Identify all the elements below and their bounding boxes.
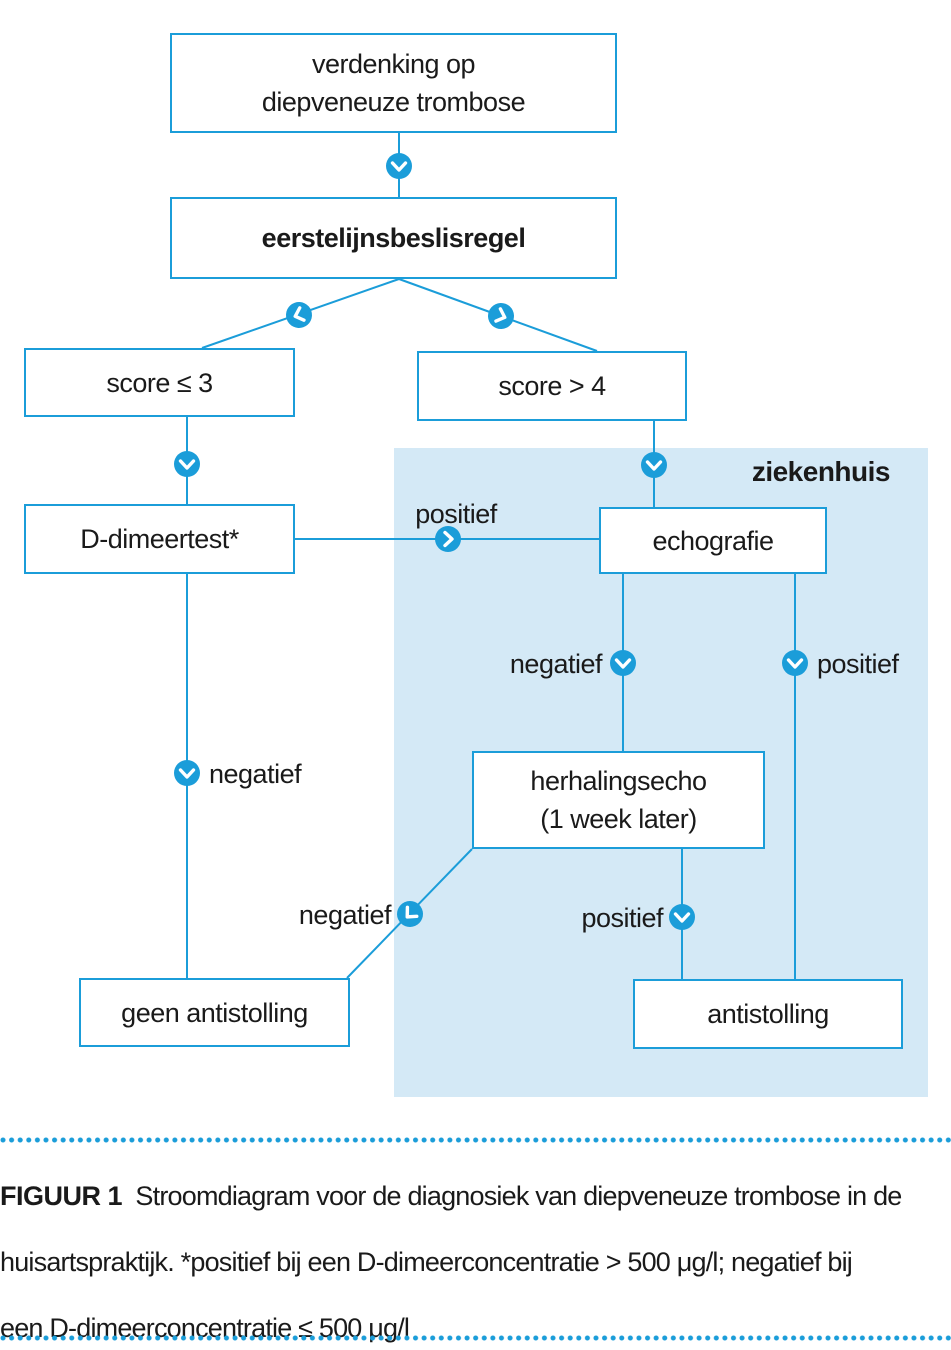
node-score-high: score > 4 <box>417 351 687 421</box>
edge-label-ddimeer-positief: positief <box>415 499 497 529</box>
arrow-down-icon <box>174 451 200 477</box>
caption-line-2: huisartspraktijk. *positief bij een D-di… <box>0 1247 853 1277</box>
caption-line-1: FIGUUR 1 Stroomdiagram voor de diagnosie… <box>0 1163 951 1229</box>
arrow-down-icon <box>782 650 808 676</box>
figure-caption: FIGUUR 1 Stroomdiagram voor de diagnosie… <box>0 1163 951 1350</box>
caption-top-rule <box>0 1137 951 1143</box>
caption-line-3: een D-dimeerconcentratie ≤ 500 μg/l <box>0 1313 410 1343</box>
edge-label-ddimeer-negatief: negatief <box>209 759 302 789</box>
arrow-down-icon <box>610 650 636 676</box>
edge-label-echo-negatief: negatief <box>509 649 603 679</box>
edge-label-echo-positief: positief <box>817 649 899 679</box>
ziekenhuis-label: ziekenhuis <box>751 456 891 487</box>
node-geen-antistolling: geen antistolling <box>79 978 350 1047</box>
arrow-down-left-icon <box>286 302 312 328</box>
arrow-down-icon <box>641 452 667 478</box>
node-echografie: echografie <box>599 507 827 574</box>
node-score-low: score ≤ 3 <box>24 348 295 417</box>
edge-label-herhaling-negatief: negatief <box>298 900 392 930</box>
arrow-down-right-icon <box>488 303 514 329</box>
arrow-down-left-icon <box>397 901 423 927</box>
node-ddimeertest: D-dimeertest* <box>24 504 295 574</box>
caption-bottom-rule <box>0 1335 951 1341</box>
node-verdenking: verdenking op diepveneuze trombose <box>170 33 617 133</box>
arrow-down-icon <box>174 760 200 786</box>
node-eerstelijnsbeslisregel: eerstelijnsbeslisregel <box>170 197 617 279</box>
arrow-right-icon <box>435 526 461 552</box>
figure-number-label: FIGUUR 1 <box>0 1181 123 1211</box>
edge-label-herhaling-positief: positief <box>581 903 663 933</box>
arrow-down-icon <box>669 904 695 930</box>
caption-text-1: Stroomdiagram voor de diagnosiek van die… <box>135 1181 902 1211</box>
node-herhalingsecho: herhalingsecho (1 week later) <box>472 751 765 849</box>
node-antistolling: antistolling <box>633 979 903 1049</box>
arrow-down-icon <box>386 153 412 179</box>
